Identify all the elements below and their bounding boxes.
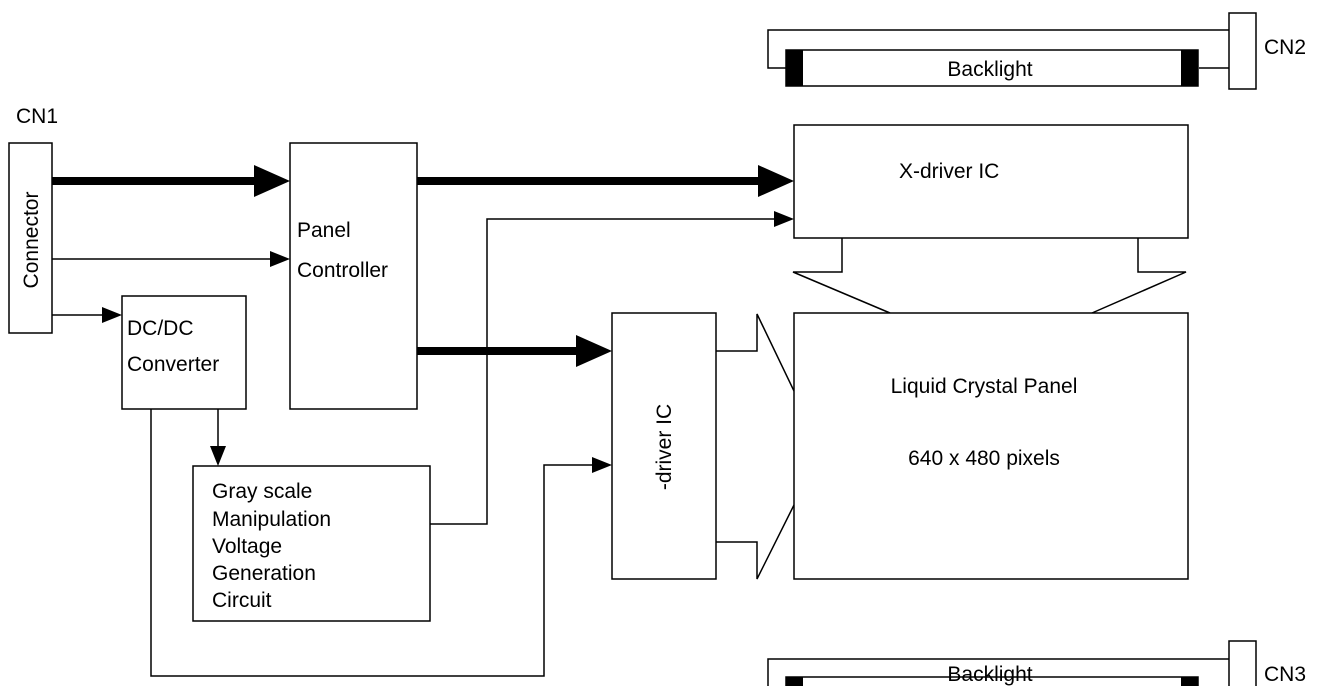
grayscale-circuit-box (192, 465, 431, 622)
connector-box (8, 142, 53, 334)
panel-controller-label-1: Panel (297, 219, 351, 242)
signal-head-xdriver (774, 211, 794, 227)
backlight-top-cap-right (1181, 50, 1198, 86)
signal-head-controller (270, 251, 290, 267)
signal-grayscale-to-xdriver (430, 218, 776, 525)
backlight-top-cap-left (786, 50, 803, 86)
backlight-bottom-cap-left (786, 677, 803, 686)
cn3-connector-box (1228, 640, 1257, 686)
connector-label: Connector (20, 192, 43, 289)
bus-head-ydriver (576, 335, 612, 367)
signal-dcdc-to-ydriver (150, 409, 594, 677)
x-driver-connector-right (1091, 238, 1187, 314)
y-driver-box (611, 312, 717, 580)
backlight-top-wire-upper (767, 29, 1229, 69)
bus-head-controller (254, 165, 290, 197)
backlight-bottom-wire (767, 658, 1229, 686)
lcd-panel-box (793, 312, 1189, 580)
signal-head-grayscale (210, 446, 226, 466)
backlight-bottom-cap-right (1181, 677, 1198, 686)
dcdc-label-2: Converter (127, 353, 219, 376)
signal-head-dcdc (102, 307, 122, 323)
y-driver-label: -driver IC (653, 404, 676, 490)
cn2-connector-box (1228, 12, 1257, 90)
grayscale-label-4: Generation (212, 562, 316, 585)
backlight-bottom-assembly: Backlight CN3 (767, 640, 1306, 686)
grayscale-label-5: Circuit (212, 589, 272, 612)
dcdc-converter-box (121, 295, 247, 410)
grayscale-label-1: Gray scale (212, 480, 312, 503)
lcd-panel-label-2: 640 x 480 pixels (908, 447, 1060, 470)
signal-head-ydriver (592, 457, 612, 473)
cn2-label: CN2 (1264, 36, 1306, 59)
y-driver-connector-top (716, 313, 795, 392)
y-driver-connector-bottom (716, 504, 795, 580)
panel-controller-label-2: Controller (297, 259, 388, 282)
cn3-label: CN3 (1264, 663, 1306, 686)
x-driver-box (793, 124, 1189, 239)
backlight-bottom-label: Backlight (947, 663, 1032, 686)
dcdc-label-1: DC/DC (127, 317, 194, 340)
x-driver-label: X-driver IC (899, 160, 999, 183)
cn1-label: CN1 (16, 105, 58, 128)
backlight-top-label: Backlight (947, 58, 1032, 81)
backlight-bottom-lamp (785, 676, 1199, 686)
panel-controller-box (289, 142, 418, 410)
grayscale-label-2: Manipulation (212, 508, 331, 531)
lcd-panel-label-1: Liquid Crystal Panel (891, 375, 1078, 398)
bus-head-xdriver (758, 165, 794, 197)
grayscale-label-3: Voltage (212, 535, 282, 558)
x-driver-connector-left (792, 238, 891, 314)
backlight-top-assembly: Backlight CN2 (767, 12, 1306, 90)
